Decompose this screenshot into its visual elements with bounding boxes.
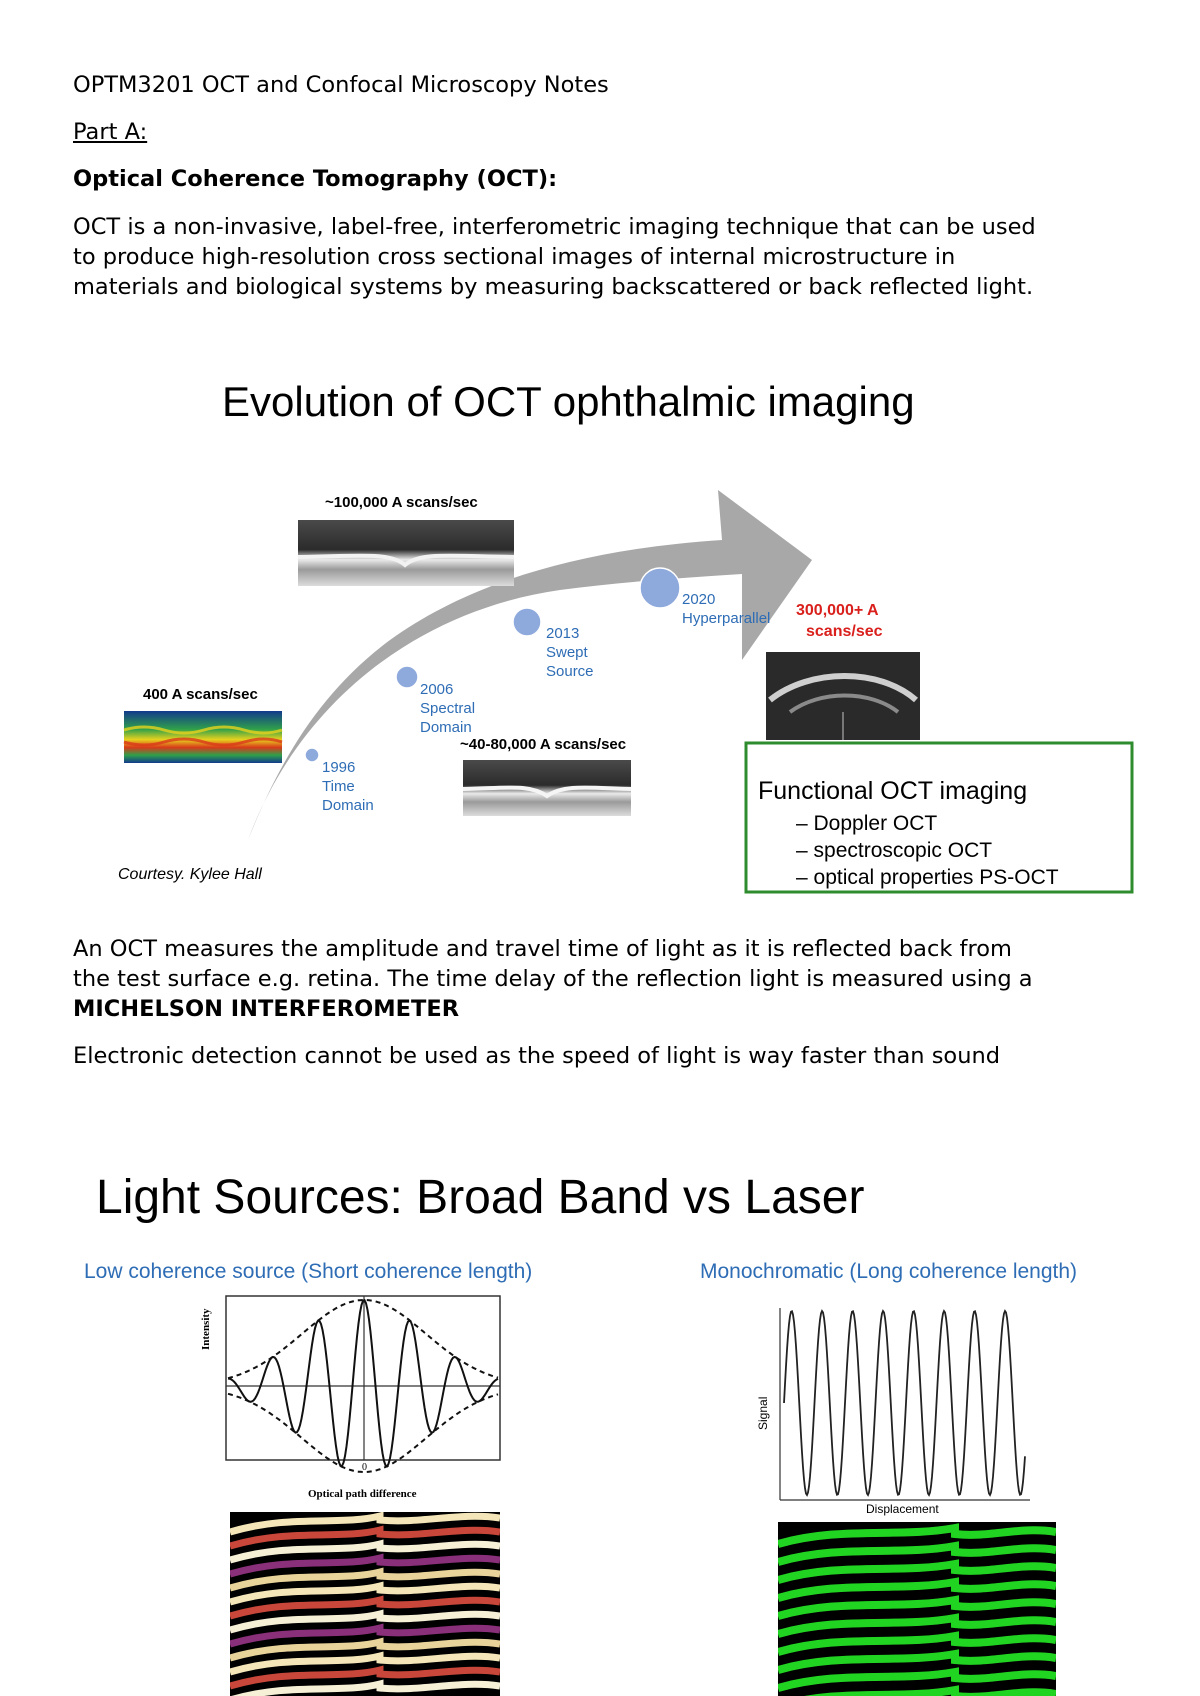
laser-fringe [803,1685,1056,1696]
rate-40k-label: ~40-80,000 A scans/sec [460,736,627,753]
left-ylabel: Intensity [200,1308,212,1350]
left-zero-tick: 0 [362,1462,367,1473]
evolution-graphic [123,490,1134,894]
laser-fringe [778,1541,1056,1566]
right-caption: Monochromatic (Long coherence length) [700,1260,1078,1283]
laser-fringe [778,1649,1056,1674]
white-light-fringe [230,1665,500,1690]
para2-line-1: An OCT measures the amplitude and travel… [73,936,1012,962]
milestone-2020-label: 2020 Hyperparallel [682,590,770,628]
rate-400-label: 400 A scans/sec [143,686,258,703]
document-title: OPTM3201 OCT and Confocal Microscopy Not… [73,72,609,98]
milestone-1996-marker [304,747,320,763]
milestone-2006-marker [395,665,419,689]
rate-300k-label-1: 300,000+ A [796,602,879,619]
para2-line-2: the test surface e.g. retina. The time d… [73,966,1033,992]
white-light-fringe [230,1512,500,1536]
milestone-2006-label: 2006 Spectral Domain [420,680,475,737]
rate-100k-label: ~100,000 A scans/sec [325,494,478,511]
milestone-line: Source [546,663,594,680]
milestone-2020-marker [639,567,681,609]
milestone-2013-marker [512,607,542,637]
evolution-arrow [248,490,812,840]
white-light-fringe [230,1595,500,1620]
figure-oct-evolution: Evolution of OCT ophthalmic imaging [118,378,1134,894]
wavepacket-curve [227,1298,499,1468]
laser-fringe [778,1577,1056,1602]
figure-2-title: Light Sources: Broad Band vs Laser [96,1171,865,1224]
laser-fringe [778,1667,1056,1692]
white-light-fringe [230,1609,500,1634]
left-plot-frame [225,1295,501,1461]
white-light-fringe [230,1623,500,1648]
light-source-plots [225,1295,1056,1696]
milestone-year: 2020 [682,591,716,608]
laser-fringe [778,1613,1056,1638]
milestone-line: Time [322,778,355,795]
retina-scan-image-2 [462,760,632,816]
white-light-fringe [230,1581,500,1606]
intro-line-3: materials and biological systems by meas… [73,274,1034,300]
milestone-line: Domain [322,797,374,814]
white-light-fringe [230,1553,500,1578]
figure-light-sources: Light Sources: Broad Band vs Laser Low c… [0,1150,1200,1696]
milestone-year: 2006 [420,681,454,698]
milestone-line: Swept [546,644,588,661]
laser-fringe [778,1631,1056,1656]
part-label: Part A: [73,119,148,145]
laser-fringe [778,1595,1056,1620]
laser-fringe [778,1523,1056,1548]
milestone-line: Domain [420,719,472,736]
milestone-2013-label: 2013 Swept Source [546,624,594,681]
white-light-fringe [230,1525,500,1550]
white-light-fringe [230,1567,500,1592]
laser-fringe [778,1559,1056,1584]
milestone-year: 2013 [546,625,580,642]
section-heading: Optical Coherence Tomography (OCT): [73,166,558,192]
anterior-segment-image [766,652,920,740]
white-light-fringe-image [230,1512,500,1696]
functional-item: – spectroscopic OCT [796,839,993,862]
envelope-bottom [227,1392,499,1473]
retina-scan-image-1 [297,520,515,586]
intro-line-2: to produce high-resolution cross section… [73,244,956,270]
para3: Electronic detection cannot be used as t… [73,1043,1001,1069]
milestone-line: Hyperparallel [682,610,771,627]
functional-oct-box [744,741,1134,894]
envelope-top [227,1299,499,1380]
milestone-line: Spectral [420,700,476,717]
functional-item: – optical properties PS-OCT [796,866,1059,889]
functional-oct-title: Functional OCT imaging [758,777,1028,805]
white-light-fringe [230,1539,500,1564]
functional-oct-list: – Doppler OCT – spectroscopic OCT – opti… [796,810,1059,891]
left-caption: Low coherence source (Short coherence le… [84,1260,533,1283]
courtesy-credit: Courtesy. Kylee Hall [118,866,262,883]
right-ylabel: Signal [756,1396,770,1430]
td-oct-image [123,711,283,763]
white-light-fringe [230,1651,500,1676]
figure-1-title: Evolution of OCT ophthalmic imaging [222,378,915,425]
laser-fringe-image [778,1522,1056,1696]
michelson-interferometer: MICHELSON INTERFEROMETER [73,996,460,1022]
monochromatic-sine-curve [783,1309,1026,1497]
right-xlabel: Displacement [866,1502,939,1516]
milestone-year: 1996 [322,759,356,776]
white-light-fringe [231,1679,500,1696]
intro-line-1: OCT is a non-invasive, label-free, inter… [73,214,1036,240]
rate-300k-label-2: scans/sec [806,623,883,640]
left-xlabel: Optical path difference [308,1488,417,1500]
functional-item: – Doppler OCT [796,812,938,835]
white-light-fringe [230,1637,500,1662]
milestone-1996-label: 1996 Time Domain [322,758,374,815]
